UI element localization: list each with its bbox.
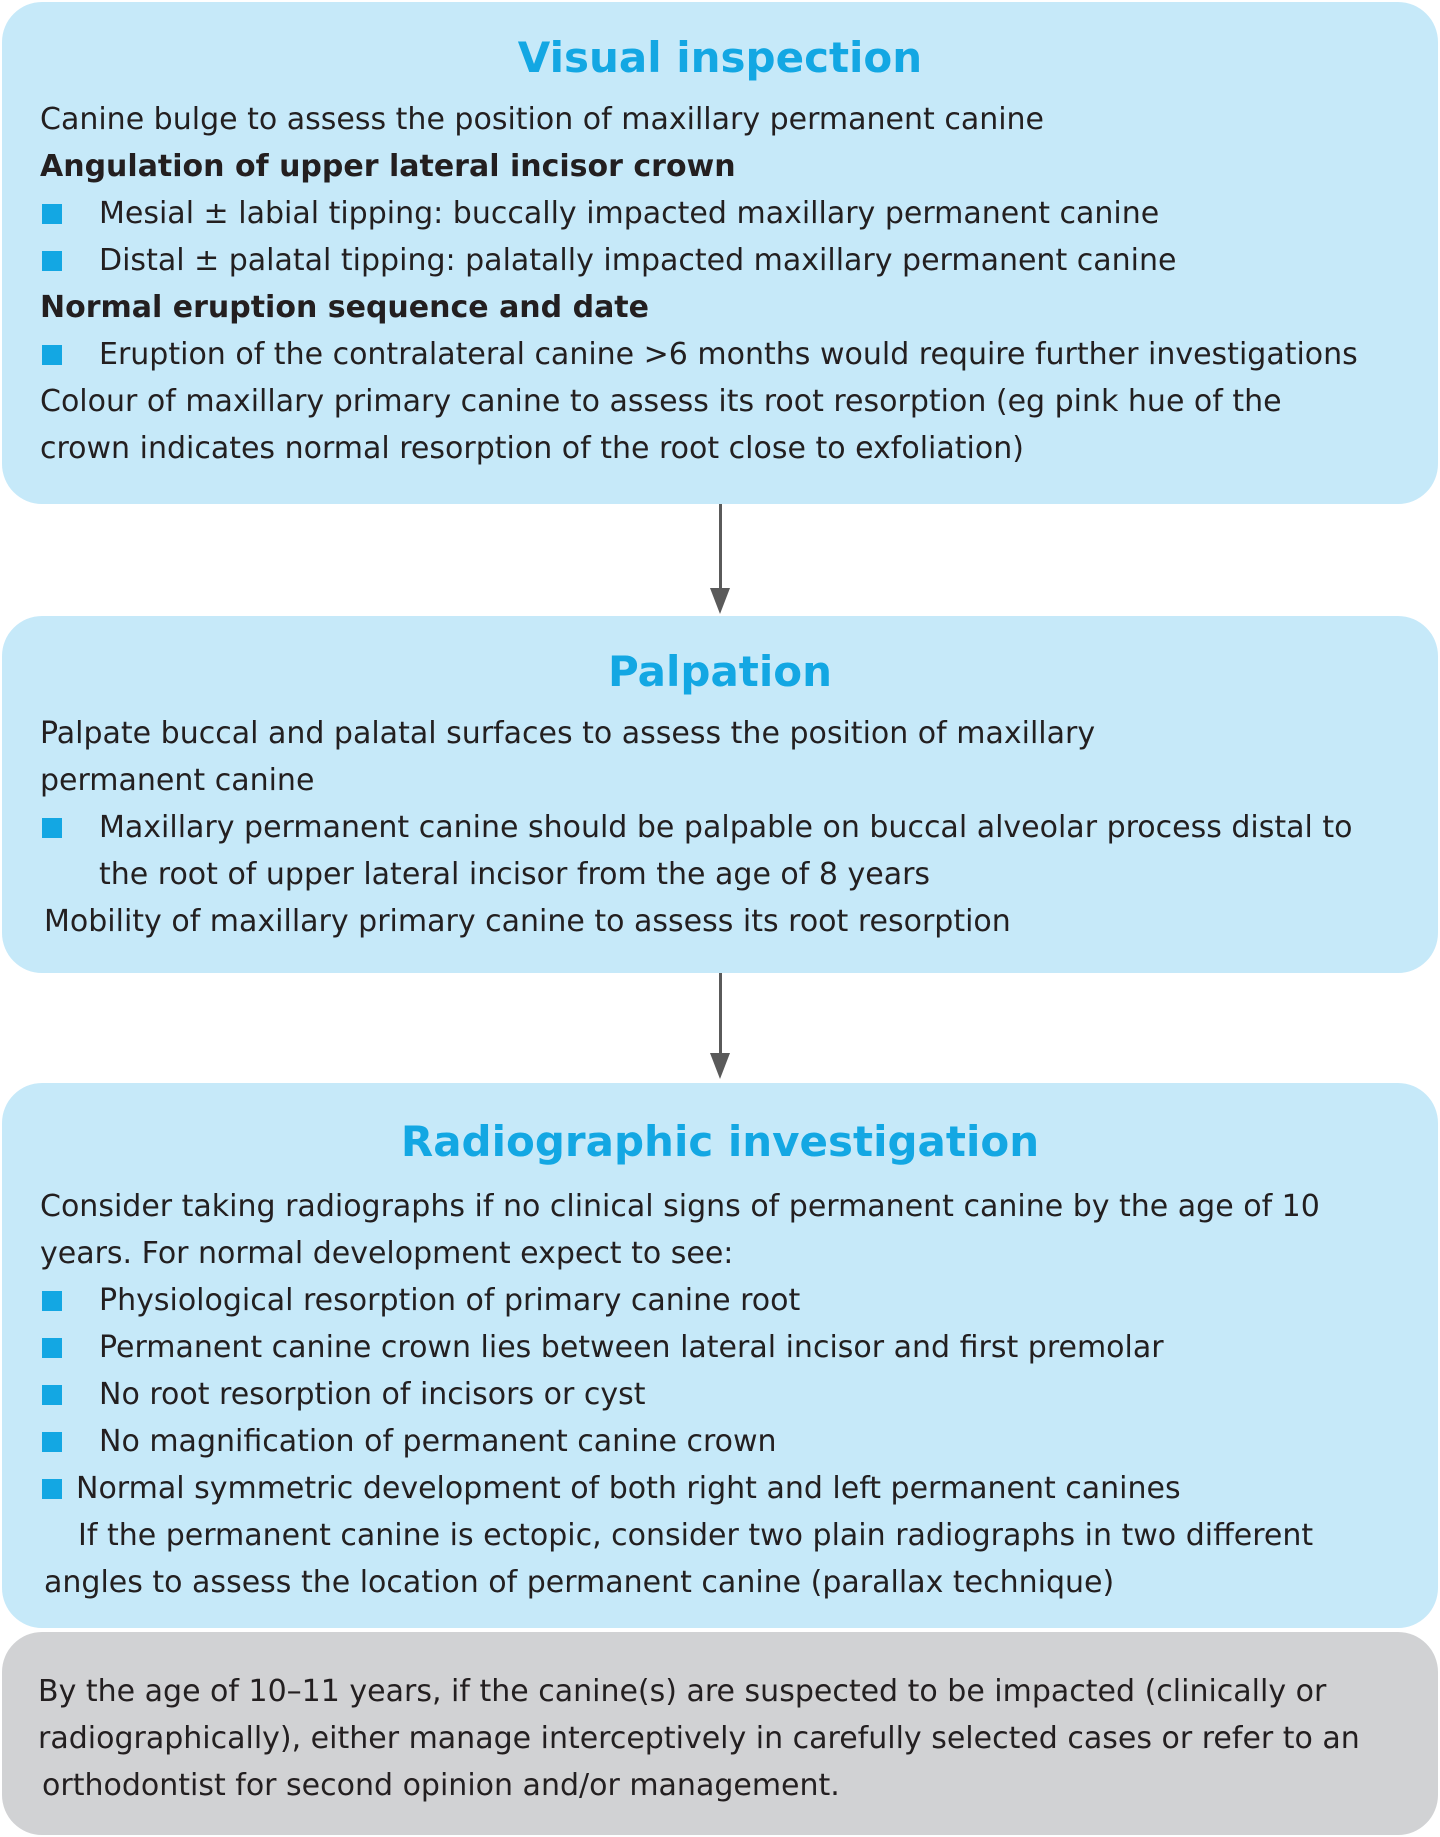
radio-bullet-5: Normal symmetric development of both rig… (40, 1469, 1181, 1509)
radio-bullet-1-text: Physiological resorption of primary cani… (99, 1283, 801, 1318)
square-bullet-icon (42, 1338, 62, 1358)
radio-bullet-5-text: Normal symmetric development of both rig… (76, 1471, 1181, 1506)
palpation-line-mobility: Mobility of maxillary primary canine to … (44, 904, 1011, 939)
square-bullet-icon (42, 1432, 62, 1452)
palpation-bullet-1-text: Maxillary permanent canine should be pal… (99, 810, 1353, 845)
conclusion-line-2: radiographically), either manage interce… (38, 1721, 1360, 1756)
visual-bullet-1: Mesial ± labial tipping: buccally impact… (40, 194, 1159, 234)
visual-bullet-2: Distal ± palatal tipping: palatally impa… (40, 241, 1176, 281)
visual-inspection-box: Visual inspection Canine bulge to assess… (2, 2, 1438, 504)
radio-bullet-3: No root resorption of incisors or cyst (40, 1375, 646, 1415)
palpation-title: Palpation (607, 647, 833, 696)
visual-heading-angulation: Angulation of upper lateral incisor crow… (40, 149, 736, 184)
palpation-bullet-1: Maxillary permanent canine should be pal… (40, 808, 1353, 848)
visual-bullet-3-text: Eruption of the contralateral canine >6 … (99, 337, 1358, 372)
conclusion-line-1: By the age of 10–11 years, if the canine… (38, 1674, 1327, 1709)
radio-bullet-1: Physiological resorption of primary cani… (40, 1281, 800, 1321)
square-bullet-icon (42, 818, 62, 838)
radio-line-2: years. For normal development expect to … (40, 1236, 734, 1271)
conclusion-line-3: orthodontist for second opinion and/or m… (42, 1768, 840, 1803)
visual-bullet-3: Eruption of the contralateral canine >6 … (40, 335, 1358, 375)
radio-bullet-2: Permanent canine crown lies between late… (40, 1328, 1164, 1368)
radiographic-investigation-title: Radiographic investigation (400, 1117, 1040, 1166)
visual-line-colour-2: crown indicates normal resorption of the… (40, 431, 1024, 466)
square-bullet-icon (42, 1479, 62, 1499)
visual-heading-eruption: Normal eruption sequence and date (40, 290, 649, 325)
radiographic-investigation-box: Radiographic investigation Consider taki… (2, 1083, 1438, 1628)
radio-line-ectopic-1: If the permanent canine is ectopic, cons… (78, 1518, 1314, 1553)
square-bullet-icon (42, 345, 62, 365)
radio-bullet-4-text: No magnification of permanent canine cro… (99, 1424, 777, 1459)
visual-line-colour-1: Colour of maxillary primary canine to as… (40, 384, 1282, 419)
radio-line-ectopic-2: angles to assess the location of permane… (44, 1565, 1115, 1600)
visual-bullet-1-text: Mesial ± labial tipping: buccally impact… (99, 196, 1160, 231)
radio-bullet-4: No magnification of permanent canine cro… (40, 1422, 777, 1462)
visual-bullet-2-text: Distal ± palatal tipping: palatally impa… (99, 243, 1177, 278)
palpation-line-1: Palpate buccal and palatal surfaces to a… (40, 716, 1096, 751)
palpation-box: Palpation Palpate buccal and palatal sur… (2, 616, 1438, 973)
square-bullet-icon (42, 251, 62, 271)
arrow-down-icon (710, 1053, 730, 1079)
palpation-bullet-1-cont: the root of upper lateral incisor from t… (99, 857, 931, 892)
visual-line-1: Canine bulge to assess the position of m… (40, 102, 1045, 137)
square-bullet-icon (42, 204, 62, 224)
radio-line-1: Consider taking radiographs if no clinic… (40, 1189, 1320, 1224)
radio-bullet-3-text: No root resorption of incisors or cyst (99, 1377, 646, 1412)
square-bullet-icon (42, 1385, 62, 1405)
radio-bullet-2-text: Permanent canine crown lies between late… (99, 1330, 1164, 1365)
visual-inspection-title: Visual inspection (517, 33, 923, 82)
palpation-line-2: permanent canine (40, 763, 315, 798)
square-bullet-icon (42, 1291, 62, 1311)
arrow-down-icon (710, 588, 730, 614)
conclusion-box: By the age of 10–11 years, if the canine… (2, 1632, 1438, 1835)
